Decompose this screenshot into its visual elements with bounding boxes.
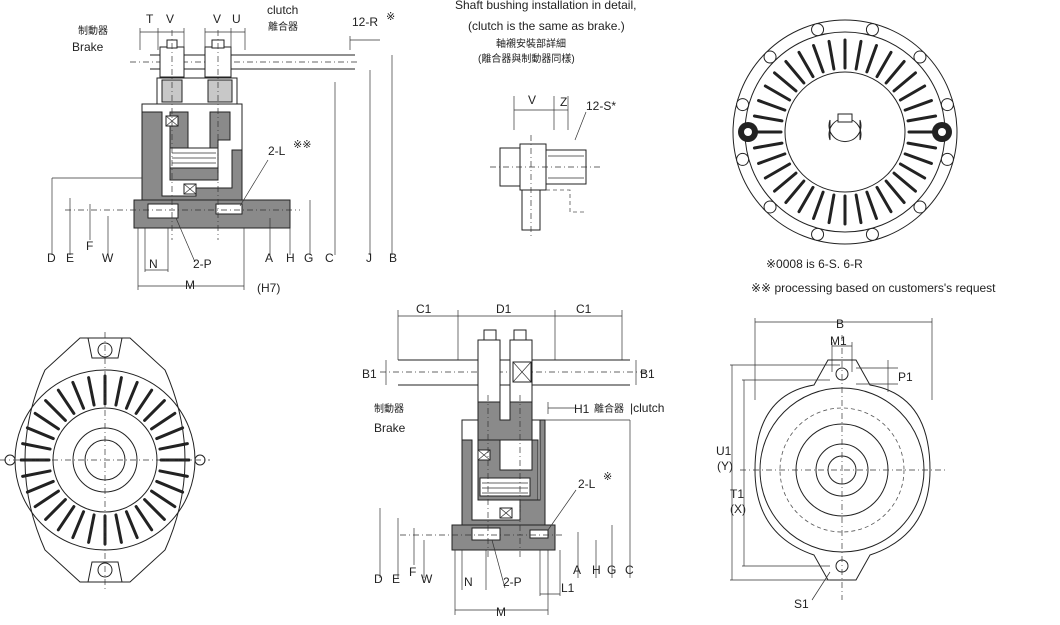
dim-g: G bbox=[304, 251, 313, 265]
brake-label-cn-bottom: 制動器 bbox=[374, 402, 404, 415]
notes: ※0008 is 6-S. 6-R ※※ processing based on… bbox=[751, 257, 996, 295]
brake-label: Brake bbox=[72, 40, 104, 54]
detail-dim-v: V bbox=[528, 93, 536, 107]
dim-2l: 2-L bbox=[268, 144, 286, 158]
detail-dim-12s: 12-S* bbox=[586, 99, 616, 113]
dim-a: A bbox=[265, 251, 273, 265]
note-2: ※※ processing based on customers's reque… bbox=[751, 281, 996, 295]
dim-v-left: V bbox=[166, 12, 174, 26]
clutch-label: clutch bbox=[267, 3, 298, 17]
dim-d: D bbox=[47, 251, 56, 265]
bottom-left-end-view bbox=[0, 332, 210, 590]
dim-2l-mark-bottom: ※ bbox=[603, 471, 612, 483]
dim-c1-right: C1 bbox=[576, 302, 592, 316]
detail-title-1: Shaft bushing installation in detail, bbox=[455, 0, 636, 12]
dim-s1: S1 bbox=[794, 597, 809, 611]
dim-f-bottom: F bbox=[409, 565, 416, 579]
bottom-right-front-view bbox=[730, 318, 945, 601]
dim-c1-left: C1 bbox=[416, 302, 432, 316]
dim-2p-bottom: 2-P bbox=[503, 575, 522, 589]
brake-label-cn: 制動器 bbox=[78, 24, 108, 37]
dim-b1-left: B1 bbox=[362, 367, 377, 381]
dim-2l-mark: ※※ bbox=[293, 139, 311, 151]
dim-v-right: V bbox=[213, 12, 221, 26]
top-view-labels: 制動器 Brake clutch 離合器 T V V U 12-R ※ 2-L … bbox=[47, 3, 397, 295]
dim-n-bottom: N bbox=[464, 575, 473, 589]
bottom-right-labels: B M1 P1 U1 (Y) T1 (X) S1 bbox=[716, 317, 913, 611]
clutch-label-bottom: |clutch bbox=[630, 401, 664, 415]
dim-c: C bbox=[325, 251, 334, 265]
dim-m-bottom: M bbox=[496, 605, 506, 619]
dim-h-bottom: H bbox=[592, 563, 601, 577]
dim-u: U bbox=[232, 12, 241, 26]
top-section-view bbox=[51, 28, 393, 290]
dim-c-bottom: C bbox=[625, 563, 634, 577]
top-right-end-view bbox=[732, 19, 958, 245]
dim-d1: D1 bbox=[496, 302, 512, 316]
note-1: ※0008 is 6-S. 6-R bbox=[766, 257, 863, 271]
dim-t1: T1 bbox=[730, 487, 744, 501]
dim-b-front: B bbox=[836, 317, 844, 331]
dim-x: (X) bbox=[730, 502, 746, 516]
dim-m1: M1 bbox=[830, 334, 847, 348]
dim-2l-bottom: 2-L bbox=[578, 477, 596, 491]
dim-f: F bbox=[86, 239, 93, 253]
dim-l1-bottom: L1 bbox=[561, 581, 575, 595]
bolt-holes-top-right bbox=[736, 23, 954, 241]
clutch-label-cn: 離合器 bbox=[268, 20, 298, 33]
dim-w: W bbox=[102, 251, 114, 265]
dim-w-bottom: W bbox=[421, 572, 433, 586]
dim-g-bottom: G bbox=[607, 563, 616, 577]
clutch-label-cn-bottom: 離合器 bbox=[594, 402, 624, 415]
dim-h7: (H7) bbox=[257, 281, 280, 295]
dim-e-bottom: E bbox=[392, 572, 400, 586]
detail-title-2: (clutch is the same as brake.) bbox=[468, 19, 625, 33]
dim-n: N bbox=[149, 257, 158, 271]
bottom-section-labels: C1 D1 C1 B1 B1 H1 離合器 |clutch 制動器 Brake … bbox=[362, 302, 664, 619]
bottom-section-view bbox=[379, 310, 650, 615]
dim-m: M bbox=[185, 278, 195, 292]
brake-label-bottom: Brake bbox=[374, 421, 406, 435]
detail-dim-z: Z bbox=[560, 95, 567, 109]
dim-2p: 2-P bbox=[193, 257, 212, 271]
dim-b: B bbox=[389, 251, 397, 265]
dim-e: E bbox=[66, 251, 74, 265]
radial-slots-top-right bbox=[751, 38, 939, 226]
dim-12r-mark: ※ bbox=[386, 11, 395, 23]
dim-a-bottom: A bbox=[573, 563, 581, 577]
dim-12r: 12-R bbox=[352, 15, 378, 29]
dim-j: J bbox=[366, 251, 372, 265]
dim-u1: U1 bbox=[716, 444, 732, 458]
detail-title-cn-1: 軸襯安裝部詳細 bbox=[496, 37, 566, 50]
dim-t: T bbox=[146, 12, 154, 26]
dim-y: (Y) bbox=[717, 459, 733, 473]
dim-b1-right: B1 bbox=[640, 367, 655, 381]
dim-h: H bbox=[286, 251, 295, 265]
bushing-detail: Shaft bushing installation in detail, (c… bbox=[455, 0, 636, 236]
detail-title-cn-2: (離合器與制動器同樣) bbox=[478, 52, 575, 65]
dim-d-bottom: D bbox=[374, 572, 383, 586]
dim-p1: P1 bbox=[898, 370, 913, 384]
dim-h1: H1 bbox=[574, 402, 590, 416]
